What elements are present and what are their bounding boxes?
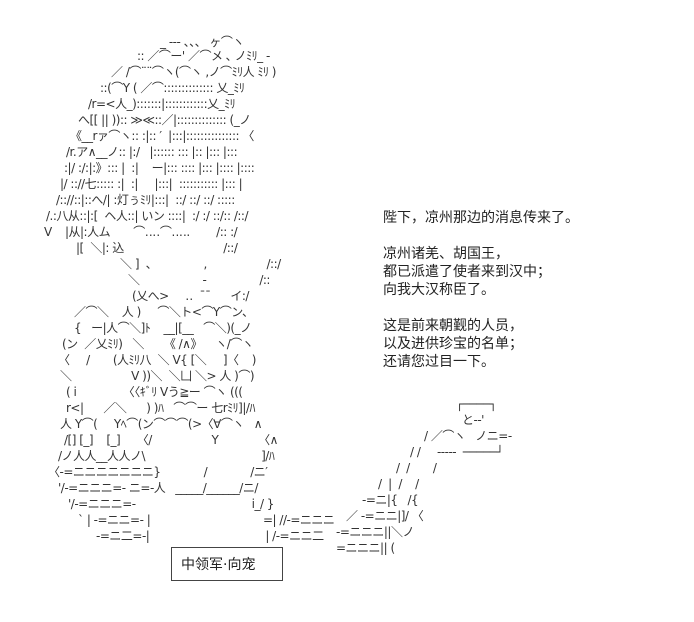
ascii-art-line: / / / — [396, 461, 437, 475]
dialogue-line: 陛下，凉州那边的消息传来了。 — [383, 210, 579, 226]
ascii-art-line: ＼ ‐ /:: — [128, 273, 270, 287]
ascii-art-line: へ[[ || )):: ≫≪::／|:::::::::::::: (_ノ — [78, 113, 251, 127]
ascii-art-line: _ -‐- 、、、 ヶ⌒ヽ — [160, 35, 244, 49]
ascii-art-line: ／ /⌒¨¨⌒ヽ(⌒ヽ ,ノ⌒ﾐﾘ人 ﾐﾘ ) — [111, 65, 276, 79]
ascii-art-line: :|/ :/:|:》::: | :| ー|::: :::: |::: |::::… — [64, 161, 255, 175]
ascii-art-line: (乂へ> ‥ ¯¯ イ:/ — [132, 289, 249, 303]
dialogue-line: 这是前来朝觐的人员， — [383, 318, 523, 334]
ascii-art-line: /r.ア∧__ノ:: |:/ |:::::: ::: |:: |::: |::: — [66, 145, 238, 159]
ascii-art-line: /r=<人_):::::::|::::::::::::乂_ﾐﾘ — [88, 97, 236, 111]
ascii-art-line: 〈-=ニニニニニニニ} / /ニ′ — [48, 465, 268, 479]
ascii-art-line: 人 Y⌒( Yﾍ⌒(ン⌒⌒⌒(>〈∀⌒ヽ ∧ — [60, 417, 263, 431]
ascii-art-line: /ノ人人__人人ノ\ ]/ﾊ — [58, 449, 275, 463]
ascii-art-line: ＼ V ))＼ ＼凵 ＼> 人 )⌒) — [60, 369, 255, 383]
ascii-art-line: 《__rァ⌒ヽ:: :|:: ′ |:::|::::::::::::::: 〈 — [70, 129, 254, 143]
ascii-art-line: / | / / — [378, 477, 419, 491]
ascii-art-line: |/ :://七::::: :| :| |:::| ::::::::::: |:… — [60, 177, 243, 191]
ascii-art-line: /:://::|::へ/| :灯ぅﾐﾘ|:::| ::/ ::/ ::/ :::… — [56, 193, 235, 207]
ascii-art-line: ／⌒＼ 人 ) ⌒＼ト<⌒Y⌒ン、 — [74, 305, 254, 319]
ascii-art-line: ┌────┐ — [456, 397, 497, 411]
ascii-art-line: ＼ ] 、 , /::/ — [120, 257, 281, 271]
dialogue-paragraph-2: 凉州诸羌、胡国王， 都已派遣了使者来到汉中； 向我大汉称臣了。 — [383, 245, 579, 299]
ascii-art-line: ` | -=ニニ=- | =| //-=ニニニ — [78, 513, 335, 527]
ascii-art-line: /.:八从::|:[ ヘ人::| いン ::::| :/ :/ ::/:: /:… — [46, 209, 249, 223]
ascii-art-line: と‐‐' — [462, 413, 484, 427]
speaker-name: 中领军·向宠 — [181, 557, 256, 573]
dialogue-paragraph-3: 这是前来朝觐的人员， 以及进供珍宝的名单； 还请您过目一下。 — [383, 317, 579, 371]
ascii-art-line: ( i 〈〈ｷﾞﾘ Vう≧ー ⌒ヽ ((( — [66, 385, 243, 399]
dialogue-line: 凉州诸羌、胡国王， — [383, 246, 509, 262]
dialogue-line: 向我大汉称臣了。 — [383, 282, 495, 298]
ascii-art-line: { ー|人⌒＼]ﾄ __|[__ ⌒＼)(_ノ — [74, 321, 252, 335]
ascii-art-line: -=ニ|{ /{ — [362, 493, 419, 507]
ascii-art-line: V |从|:人ム ⌒‥‥⌒‥‥. /:: :/ — [44, 225, 238, 239]
ascii-art-line: (ン ／乂ﾐﾘ) ＼ 《 /∧》 ヽ/⌒ヽ — [62, 337, 254, 351]
ascii-art-line: /[] [_] [_] 〈/ Y 〈∧ — [64, 433, 278, 447]
dialogue-text: 陛下，凉州那边的消息传来了。 凉州诸羌、胡国王， 都已派遣了使者来到汉中； 向我… — [383, 209, 579, 389]
ascii-art-line: ::(⌒Y ( ／⌒:::::::::::::: 乂_ﾐﾘ — [100, 81, 245, 95]
ascii-art-line: / ／⌒ヽ ノニ=‐ — [424, 429, 512, 443]
dialogue-line: 以及进供珍宝的名单； — [383, 336, 523, 352]
ascii-art-line: =ニニニ|| ( — [336, 541, 395, 555]
ascii-art-line: ／ -=ニニ|]/ 〈 — [346, 509, 424, 523]
dialogue-line: 还请您过目一下。 — [383, 354, 495, 370]
ascii-art-line: |[ ＼|: 込 /::/ — [76, 241, 238, 255]
dialogue-line: 都已派遣了使者来到汉中； — [383, 264, 551, 280]
ascii-art-line: -=ニ二=-| | /-=ニニ二 — [96, 529, 324, 543]
ascii-art-line: -=ニニニ||＼ノ — [336, 525, 414, 539]
ascii-art-line: '/-=ニニニ=- i_/ } — [68, 497, 274, 511]
speaker-name-label: 中领军·向宠 — [171, 547, 283, 581]
ascii-art-line: :: ／⌒ー' ／⌒メ ､ ノﾐﾘ_ - — [137, 49, 270, 63]
ascii-art-line: / / ----- ─────┘ — [410, 445, 504, 459]
ascii-art-line: r<| ／＼ ) )ﾊ ⌒⌒ー 七rﾐﾘ]|/ﾊ — [66, 401, 255, 415]
ascii-art-line: '/-=ニニニ=- ニ=-人 _____/______/ニ/ — [58, 481, 258, 495]
dialogue-paragraph-1: 陛下，凉州那边的消息传来了。 — [383, 209, 579, 227]
ascii-art-line: 〈 / (人ﾐﾘ八 ＼ V{ [＼ ]〈 ) — [58, 353, 256, 367]
